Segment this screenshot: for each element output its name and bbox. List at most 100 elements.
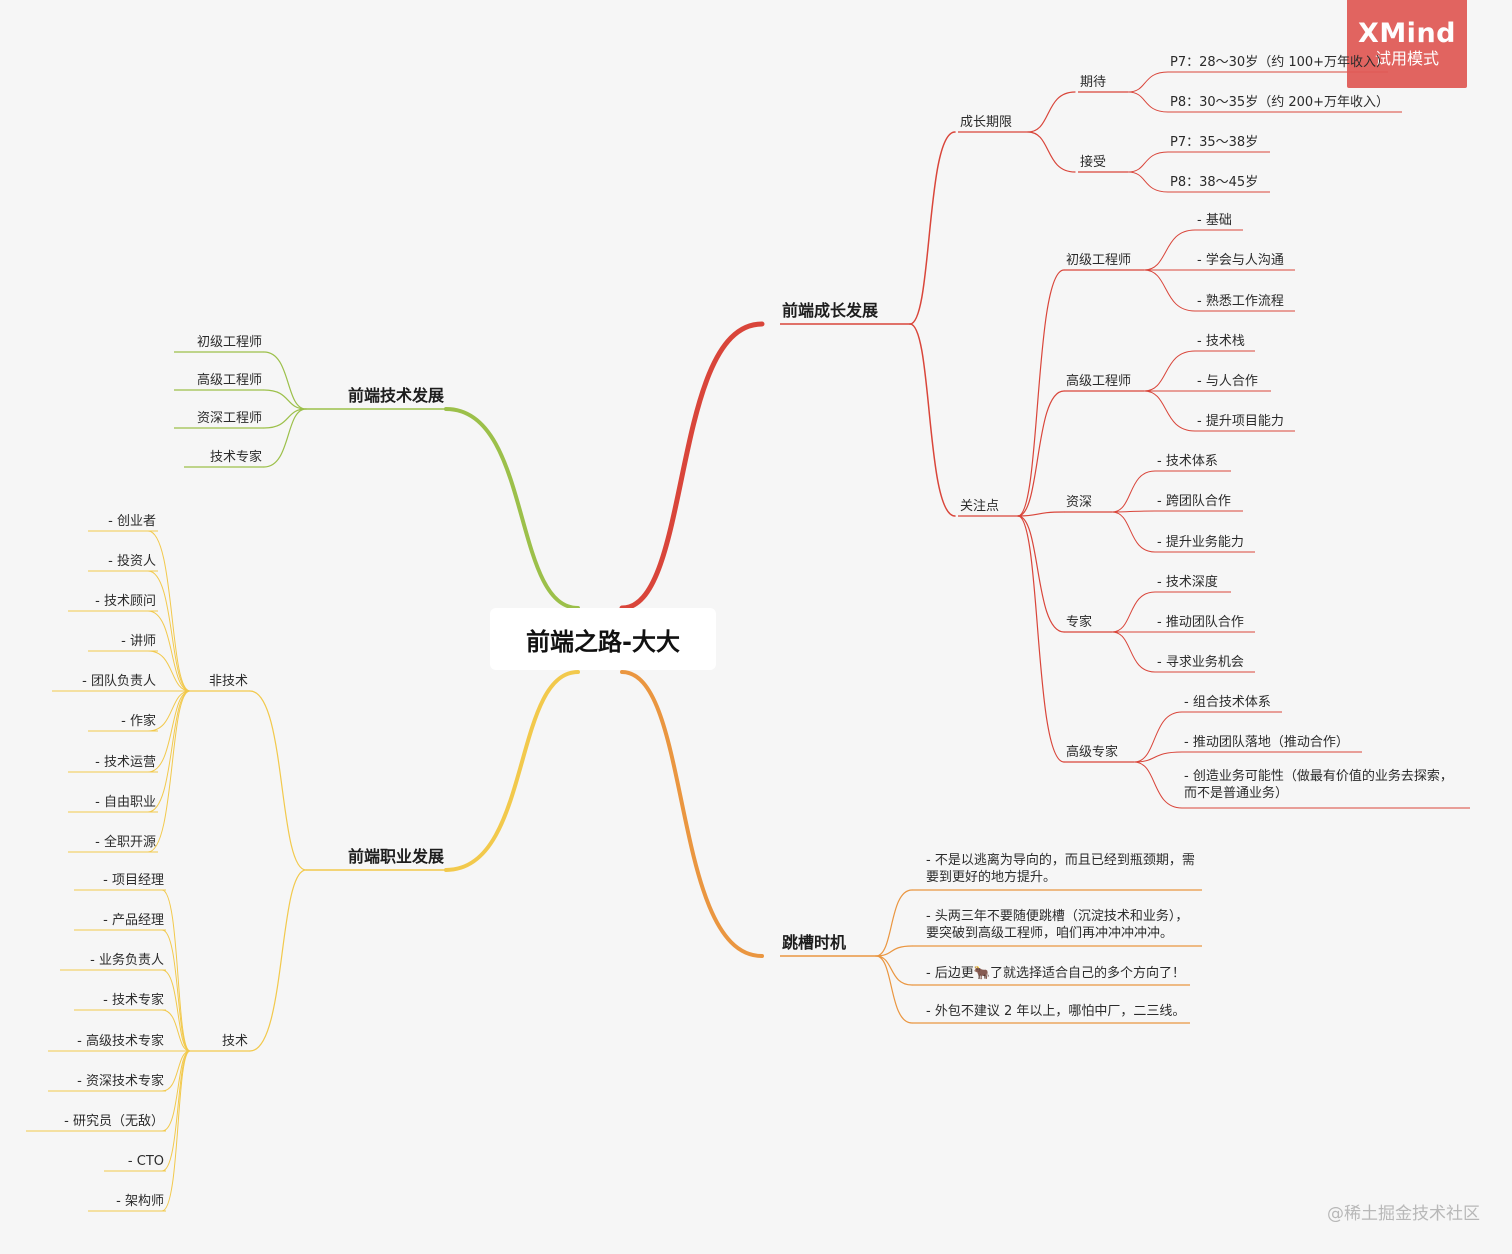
node-nontech-item[interactable]: - 技术顾问 <box>95 594 156 609</box>
connector <box>875 955 913 1024</box>
node-tech-item[interactable]: 技术专家 <box>209 450 262 465</box>
node-jump-item[interactable]: - 不是以逃离为导向的，而且已经到瓶颈期，需 <box>926 853 1195 868</box>
node-accept-item[interactable]: P7：35～38岁 <box>1170 135 1259 150</box>
node-career-tech-item[interactable]: - 高级技术专家 <box>77 1034 164 1049</box>
connector <box>1017 269 1065 517</box>
connector <box>1017 515 1065 763</box>
connector <box>1143 269 1196 312</box>
branch-career-connector <box>444 670 580 872</box>
node-focus-group[interactable]: 初级工程师 <box>1066 253 1132 268</box>
node-focus-item[interactable]: - 与人合作 <box>1197 374 1258 389</box>
node-focus-group[interactable]: 高级工程师 <box>1066 374 1132 389</box>
node-focus-item[interactable]: - 基础 <box>1197 213 1232 228</box>
node-career-tech[interactable]: 技术 <box>221 1034 248 1049</box>
node-focus-item[interactable]: - 提升业务能力 <box>1157 535 1244 550</box>
node-focus-item[interactable]: - 技术栈 <box>1197 334 1245 349</box>
node-nontech-item[interactable]: - 全职开源 <box>95 835 156 850</box>
node-focus-item[interactable]: - 技术深度 <box>1157 575 1218 590</box>
connector <box>263 351 307 410</box>
node-focus-item[interactable]: - 跨团队合作 <box>1157 494 1231 509</box>
connector <box>161 889 191 1052</box>
node-expect-item[interactable]: P7：28～30岁（约 100+万年收入） <box>1170 55 1390 70</box>
connector <box>1111 510 1156 513</box>
node-career-tech-item[interactable]: - 资深技术专家 <box>77 1074 164 1089</box>
node-jump-item[interactable]: 要突破到高级工程师，咱们再冲冲冲冲冲。 <box>926 926 1174 941</box>
branch-tech-connector <box>444 407 580 610</box>
node-nontech-item[interactable]: - 自由职业 <box>95 795 156 810</box>
branch-career[interactable]: 前端职业发展 <box>347 847 444 866</box>
connector <box>147 610 191 692</box>
node-expect-item[interactable]: P8：30～35岁（约 200+万年收入） <box>1170 95 1390 110</box>
node-focus-item[interactable]: - 创造业务可能性（做最有价值的业务去探索， <box>1184 769 1453 784</box>
node-growth-period[interactable]: 成长期限 <box>960 115 1013 130</box>
node-focus-group[interactable]: 资深 <box>1066 495 1093 510</box>
connector <box>147 690 191 853</box>
connector <box>1127 71 1169 93</box>
node-tech-item[interactable]: 高级工程师 <box>196 373 262 388</box>
node-career-tech-item[interactable]: - 业务负责人 <box>90 953 164 968</box>
connector <box>161 969 191 1052</box>
node-focus-item[interactable]: - 提升项目能力 <box>1197 414 1284 429</box>
connector <box>1143 229 1196 271</box>
connector <box>147 570 191 692</box>
branch-growth[interactable]: 前端成长发展 <box>782 301 879 320</box>
node-focus[interactable]: 关注点 <box>960 499 1000 514</box>
connector <box>1143 350 1196 392</box>
node-focus-item[interactable]: - 组合技术体系 <box>1184 695 1271 710</box>
node-jump-item[interactable]: 要到更好的地方提升。 <box>926 870 1057 885</box>
connector <box>263 389 307 410</box>
node-focus-group[interactable]: 高级专家 <box>1066 745 1119 760</box>
node-nontech-item[interactable]: - 投资人 <box>108 554 156 569</box>
node-focus-item[interactable]: - 推动团队合作 <box>1157 615 1244 630</box>
node-accept[interactable]: 接受 <box>1080 155 1107 170</box>
node-nontech-item[interactable]: - 技术运营 <box>95 755 156 770</box>
connector <box>1017 390 1065 517</box>
connector <box>909 131 956 325</box>
node-focus-item[interactable]: 而不是普通业务） <box>1184 786 1289 801</box>
connector <box>1111 470 1156 513</box>
connector <box>147 690 191 773</box>
connector <box>1111 631 1156 673</box>
node-focus-item[interactable]: - 学会与人沟通 <box>1197 253 1284 268</box>
connector <box>147 690 191 732</box>
connector <box>1017 515 1065 633</box>
node-nontech-item[interactable]: - 讲师 <box>121 634 156 649</box>
node-career-tech-item[interactable]: - 项目经理 <box>103 873 164 888</box>
connector <box>1027 91 1076 133</box>
branch-jump[interactable]: 跳槽时机 <box>782 933 847 952</box>
connector <box>1111 591 1156 633</box>
root-topic[interactable]: 前端之路-大大 <box>490 608 716 670</box>
node-jump-item[interactable]: - 后边更🐂了就选择适合自己的多个方向了！ <box>926 966 1186 981</box>
node-tech-item[interactable]: 初级工程师 <box>196 335 262 350</box>
node-expect[interactable]: 期待 <box>1080 75 1107 90</box>
node-nontech[interactable]: 非技术 <box>208 674 248 689</box>
connector <box>1111 511 1156 553</box>
node-focus-item[interactable]: - 技术体系 <box>1157 454 1218 469</box>
connector <box>147 650 191 692</box>
node-jump-item[interactable]: - 头两三年不要随便跳槽（沉淀技术和业务）， <box>926 909 1189 924</box>
node-jump-item[interactable]: - 外包不建议 2 年以上，哪怕中厂，二三线。 <box>926 1004 1186 1019</box>
connector <box>1133 711 1183 763</box>
node-career-tech-item[interactable]: - CTO <box>127 1154 164 1169</box>
connector <box>875 945 913 957</box>
node-career-tech-item[interactable]: - 架构师 <box>116 1194 164 1209</box>
node-career-tech-item[interactable]: - 研究员（无敌） <box>64 1114 164 1129</box>
node-focus-item[interactable]: - 寻求业务机会 <box>1157 655 1244 670</box>
connector <box>1017 511 1065 517</box>
node-nontech-item[interactable]: - 作家 <box>121 714 156 729</box>
node-focus-item[interactable]: - 熟悉工作流程 <box>1197 294 1284 309</box>
node-career-tech-item[interactable]: - 产品经理 <box>103 913 164 928</box>
connector <box>161 1050 191 1212</box>
branch-tech[interactable]: 前端技术发展 <box>347 386 444 405</box>
connector <box>263 408 307 429</box>
node-tech-item[interactable]: 资深工程师 <box>196 411 262 426</box>
node-nontech-item[interactable]: - 团队负责人 <box>82 674 156 689</box>
node-focus-group[interactable]: 专家 <box>1066 615 1093 630</box>
connector <box>263 408 307 468</box>
node-nontech-item[interactable]: - 创业者 <box>108 514 156 529</box>
node-career-tech-item[interactable]: - 技术专家 <box>103 993 164 1008</box>
node-focus-item[interactable]: - 推动团队落地（推动合作） <box>1184 735 1349 750</box>
node-accept-item[interactable]: P8：38～45岁 <box>1170 175 1259 190</box>
xmind-trial-badge: XMind 试用模式 <box>1347 0 1467 88</box>
